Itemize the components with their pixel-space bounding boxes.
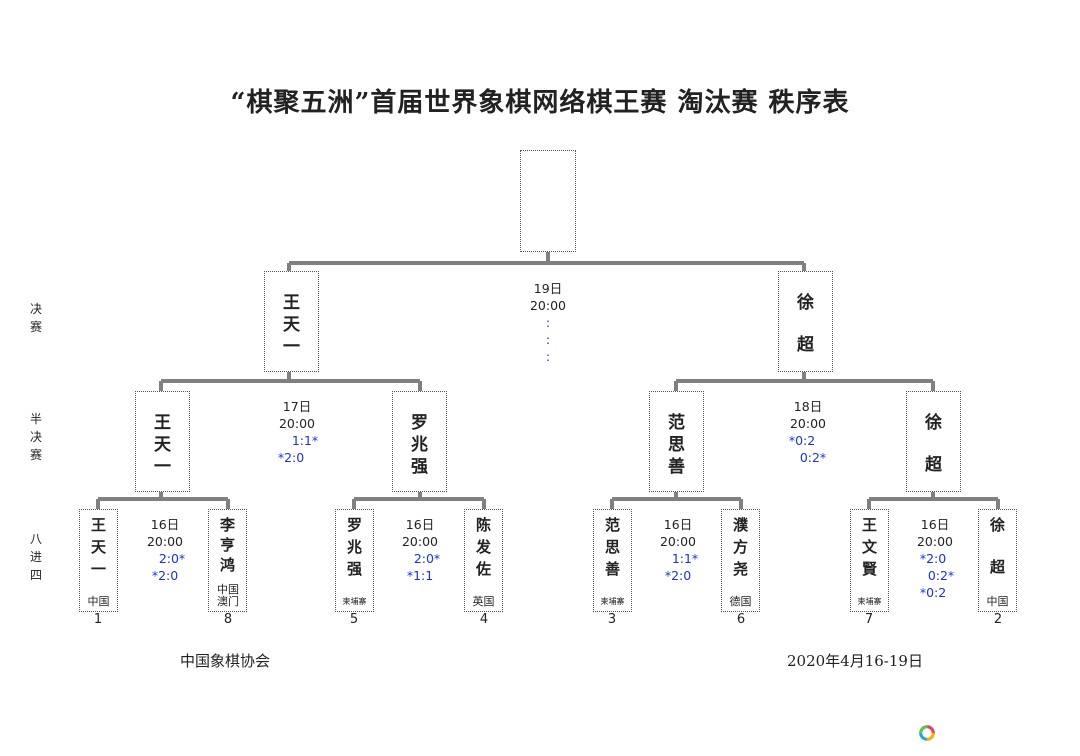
sf2-date: 18日 (793, 399, 823, 414)
qf2-player-b: 陈 发 佐 英国 (464, 509, 503, 612)
final-score-1: : (545, 315, 551, 330)
sf1-date: 17日 (282, 399, 312, 414)
qf4-player-b: 徐 超 中国 (978, 509, 1017, 612)
final-info: 19日 20:00 : : : (520, 280, 576, 365)
qf3-player-a: 范 思 善 柬埔寨 (593, 509, 632, 612)
qf1-player-b: 李 亨 鸿 中国澳门 (208, 509, 247, 612)
footer-dates: 2020年4月16-19日 (787, 652, 923, 670)
sf2-time: 20:00 (789, 416, 827, 431)
final-score-3: : (545, 349, 551, 364)
qf4-a-nation: 柬埔寨 (857, 597, 882, 606)
round-label-quarterfinal: 八 进 四 (29, 532, 42, 582)
qf4-a-seed: 7 (864, 612, 874, 627)
qf1-player-a: 王 天 一 中国 (79, 509, 118, 612)
sf1-player-top: 王 天 一 (135, 391, 190, 492)
sf2-score-2: 0:2* (799, 450, 827, 465)
qf3-info: 16日 20:00 1:1* *2:0 (659, 517, 699, 583)
sf1-time: 20:00 (278, 416, 316, 431)
qf2-a-nation: 柬埔寨 (342, 597, 367, 606)
qf1-a-nation: 中国 (87, 595, 110, 608)
qf1-info: 16日 20:00 2:0* *2:0 (146, 517, 186, 583)
page-title: “棋聚五洲”首届世界象棋网络棋王赛 淘汰赛 秩序表 (230, 88, 850, 118)
sf2-info: 18日 20:00 *0:2 0:2* (773, 398, 843, 466)
final-date: 19日 (533, 281, 563, 296)
qf4-b-nation: 中国 (986, 595, 1009, 608)
qf2-info: 16日 20:00 2:0* *1:1 (401, 517, 441, 583)
sf1-score-1: 1:1* (291, 433, 319, 448)
sf2-score-1: *0:2 (788, 433, 816, 448)
footer-organizer: 中国象棋协会 (180, 652, 271, 670)
qf1-b-nation: 中国澳门 (217, 583, 239, 608)
sf2-player-bottom: 徐 超 (906, 391, 961, 492)
round-label-final: 决 赛 (29, 302, 42, 334)
sf1-score-2: *2:0 (277, 450, 305, 465)
qf2-b-seed: 4 (479, 612, 489, 627)
qf2-player-a: 罗 兆 强 柬埔寨 (335, 509, 374, 612)
final-time: 20:00 (529, 298, 567, 313)
final-score-2: : (545, 332, 551, 347)
qf2-a-seed: 5 (349, 612, 359, 627)
qf1-b-seed: 8 (223, 612, 233, 627)
round-label-semifinal: 半 决 赛 (29, 412, 42, 462)
qf2-b-nation: 英国 (472, 595, 495, 608)
qf4-player-a: 王 文 賢 柬埔寨 (850, 509, 889, 612)
final-player-right: 徐 超 (778, 271, 833, 372)
qf1-a-seed: 1 (93, 612, 103, 627)
qf4-info: 16日 20:00 *2:0 0:2* *0:2 (916, 517, 955, 600)
final-player-left: 王 天 一 (264, 271, 319, 372)
sf1-player-bottom: 罗 兆 强 (392, 391, 447, 492)
qf3-b-nation: 德国 (729, 595, 752, 608)
sf1-info: 17日 20:00 1:1* *2:0 (262, 398, 332, 466)
qf4-b-seed: 2 (993, 612, 1003, 627)
qf3-a-nation: 柬埔寨 (600, 597, 625, 606)
watermark-logo-icon (919, 725, 935, 741)
sf2-player-top: 范 思 善 (649, 391, 704, 492)
qf3-player-b: 濮 方 尧 德国 (721, 509, 760, 612)
qf3-b-seed: 6 (736, 612, 746, 627)
qf3-a-seed: 3 (607, 612, 617, 627)
champion-box (520, 150, 576, 252)
